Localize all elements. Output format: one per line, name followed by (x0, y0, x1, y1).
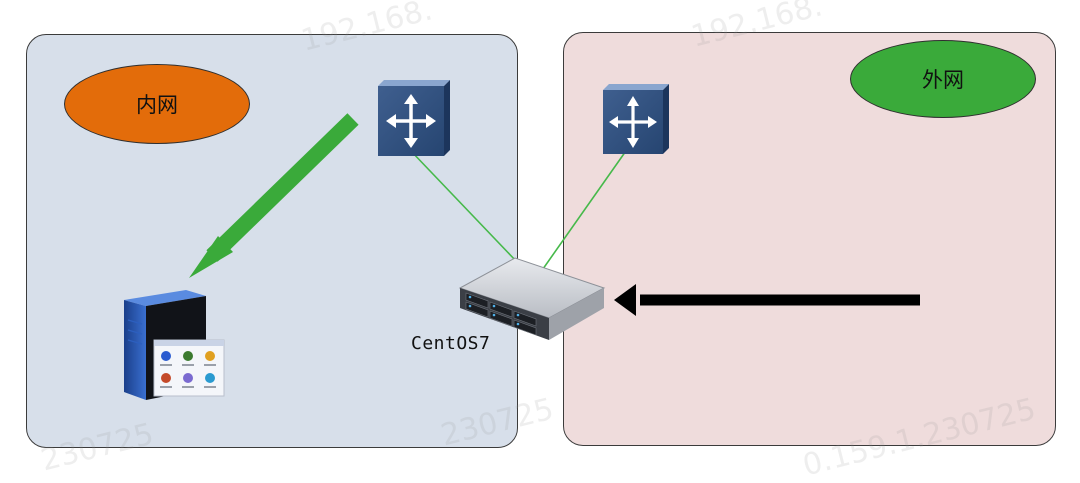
arrow-from-wan (614, 284, 920, 316)
rack-server-icon (458, 257, 606, 340)
desktop-pc-icon (124, 290, 225, 400)
link-inner-router (409, 149, 518, 263)
network-diagram (124, 80, 920, 400)
link-outer-router (537, 147, 629, 277)
inner-network-label: 内网 (64, 64, 250, 144)
router-icon (603, 84, 669, 154)
outer-network-label: 外网 (850, 40, 1036, 118)
server-label: CentOS7 (411, 333, 491, 354)
arrow-into-lan (189, 113, 359, 278)
router-icon (378, 80, 450, 156)
